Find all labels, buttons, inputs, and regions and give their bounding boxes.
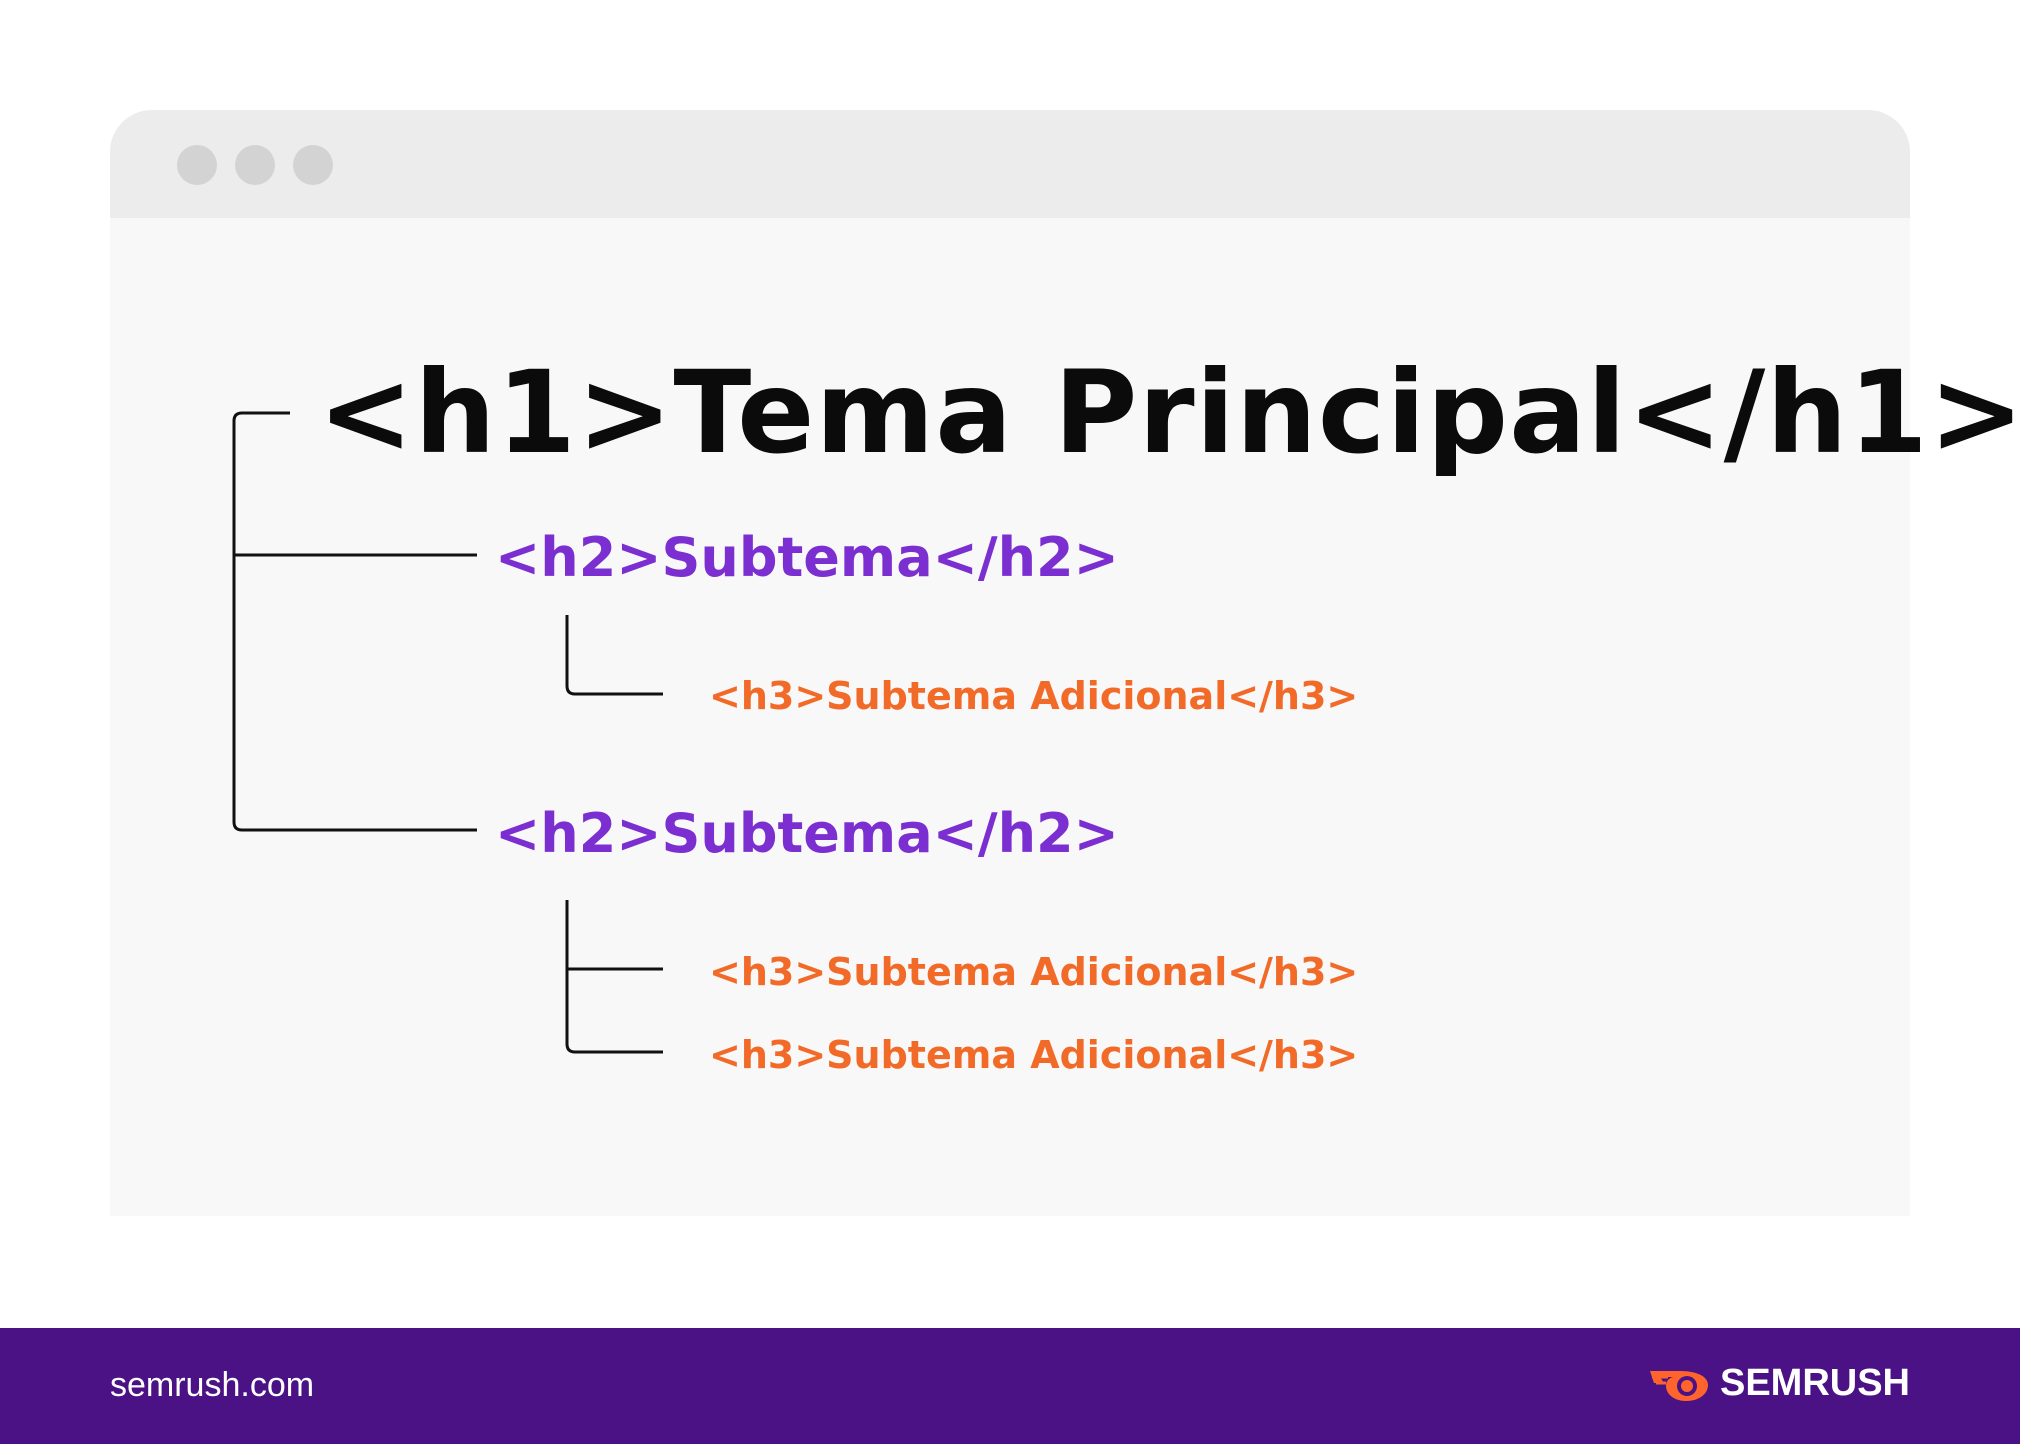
window-dot-3	[293, 145, 333, 185]
footer-url[interactable]: semrush.com	[110, 1366, 315, 1404]
footer-bar: semrush.com SEMRUSH	[0, 1328, 2020, 1444]
semrush-logo[interactable]: SEMRUSH	[1646, 1361, 1910, 1405]
h2-heading-second: <h2>Subtema</h2>	[495, 802, 1119, 865]
semrush-flame-icon	[1649, 1371, 1708, 1401]
h3-heading-third: <h3>Subtema Adicional</h3>	[709, 1033, 1359, 1077]
browser-titlebar	[110, 110, 1910, 218]
h3-heading-second: <h3>Subtema Adicional</h3>	[709, 950, 1359, 994]
window-dot-2	[235, 145, 275, 185]
h1-heading: <h1>Tema Principal</h1>	[318, 346, 2020, 479]
h3-heading-first: <h3>Subtema Adicional</h3>	[709, 674, 1359, 718]
h2-heading-first: <h2>Subtema</h2>	[495, 526, 1119, 589]
window-dot-1	[177, 145, 217, 185]
brand-name: SEMRUSH	[1719, 1361, 1910, 1404]
